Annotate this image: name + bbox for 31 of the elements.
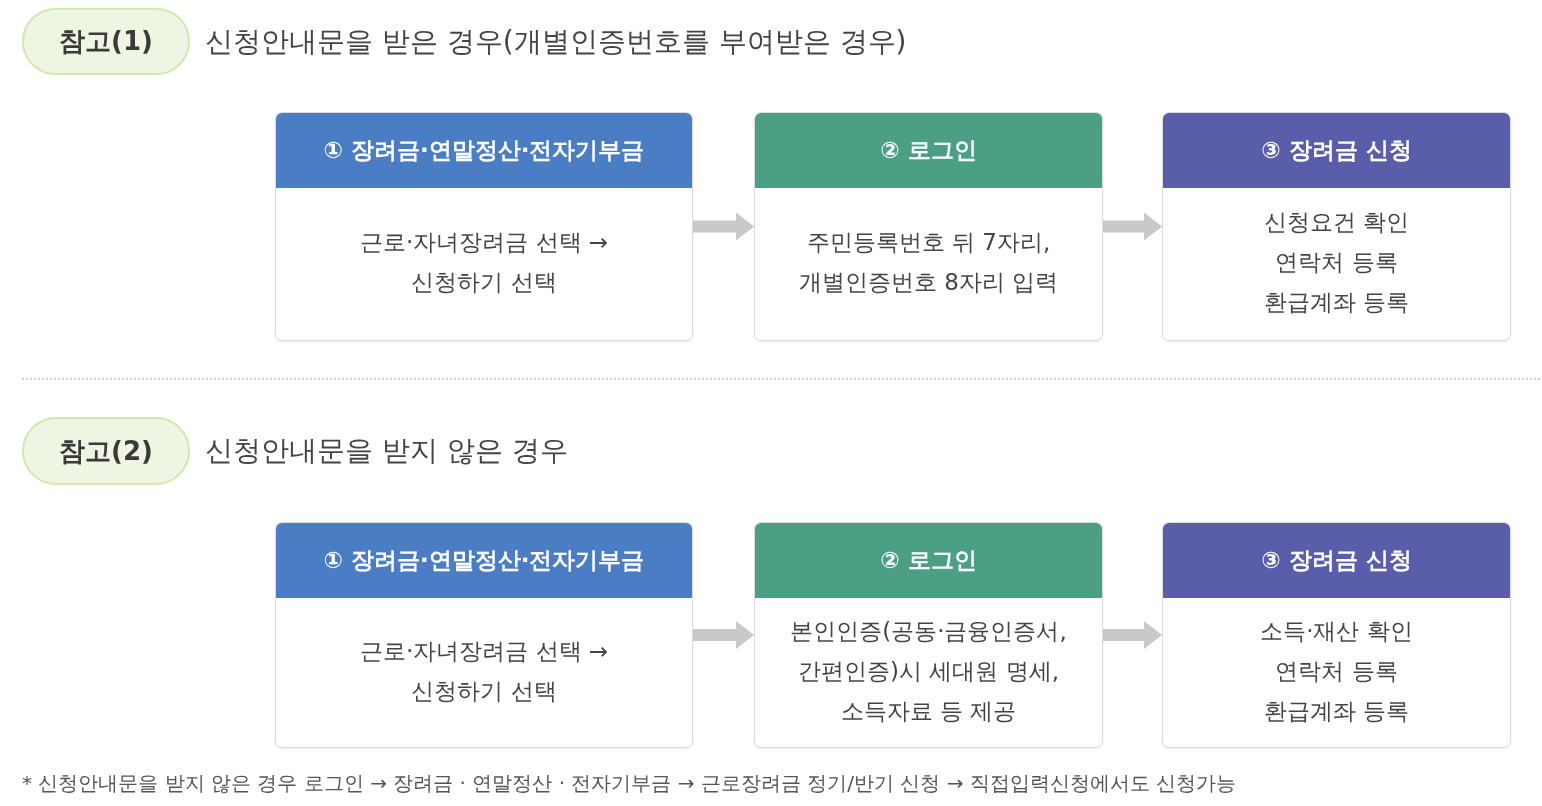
step-header: ② 로그인 [755,523,1102,598]
step-description: 연락처 등록 [1275,656,1398,686]
arrow [1103,212,1162,241]
step-header: ③ 장려금 신청 [1163,113,1510,188]
step-header: ① 장려금·연말정산·전자기부금 [276,523,692,598]
step-description: 환급계좌 등록 [1263,696,1410,726]
step-card [275,112,693,341]
section-title: 신청안내문을 받지 않은 경우 [205,433,568,469]
footnote: * 신청안내문을 받지 않은 경우 로그인 → 장려금 · 연말정산 · 전자기부금 → 근로장려금 정기/반기 신청 → 직접입력신청에서도 신청가능 [22,770,1237,797]
step-description: 근로·자녀장려금 선택 → 신청하기 선택 [358,636,610,706]
step-card [754,522,1103,748]
step-description: 신청요건 확인 [1263,208,1410,237]
arrow [1103,621,1162,649]
section-badge: 참고(1) [22,8,190,75]
arrow [693,621,754,649]
step-description: 근로·자녀장려금 선택 → 신청하기 선택 [358,228,610,297]
step-card [1162,112,1511,341]
arrow [693,212,754,241]
step-description: 환급계좌 등록 [1263,288,1410,317]
step-header: ② 로그인 [755,113,1102,188]
step-description: 주민등록번호 뒤 7자리, 개별인증번호 8자리 입력 [797,228,1060,297]
step-description: 소득·재산 확인 [1260,616,1413,646]
step-card [1162,522,1511,748]
step-card [754,112,1103,341]
step-header: ① 장려금·연말정산·전자기부금 [276,113,692,188]
step-card [275,522,693,748]
step-description: 본인인증(공동·금융인증서, 간편인증)시 세대원 명세, 소득자료 등 제공 [789,616,1068,726]
section-badge: 참고(2) [22,417,190,485]
step-header: ③ 장려금 신청 [1163,523,1510,598]
step-description: 연락처 등록 [1275,248,1398,277]
section-title: 신청안내문을 받은 경우(개별인증번호를 부여받은 경우) [205,24,907,60]
